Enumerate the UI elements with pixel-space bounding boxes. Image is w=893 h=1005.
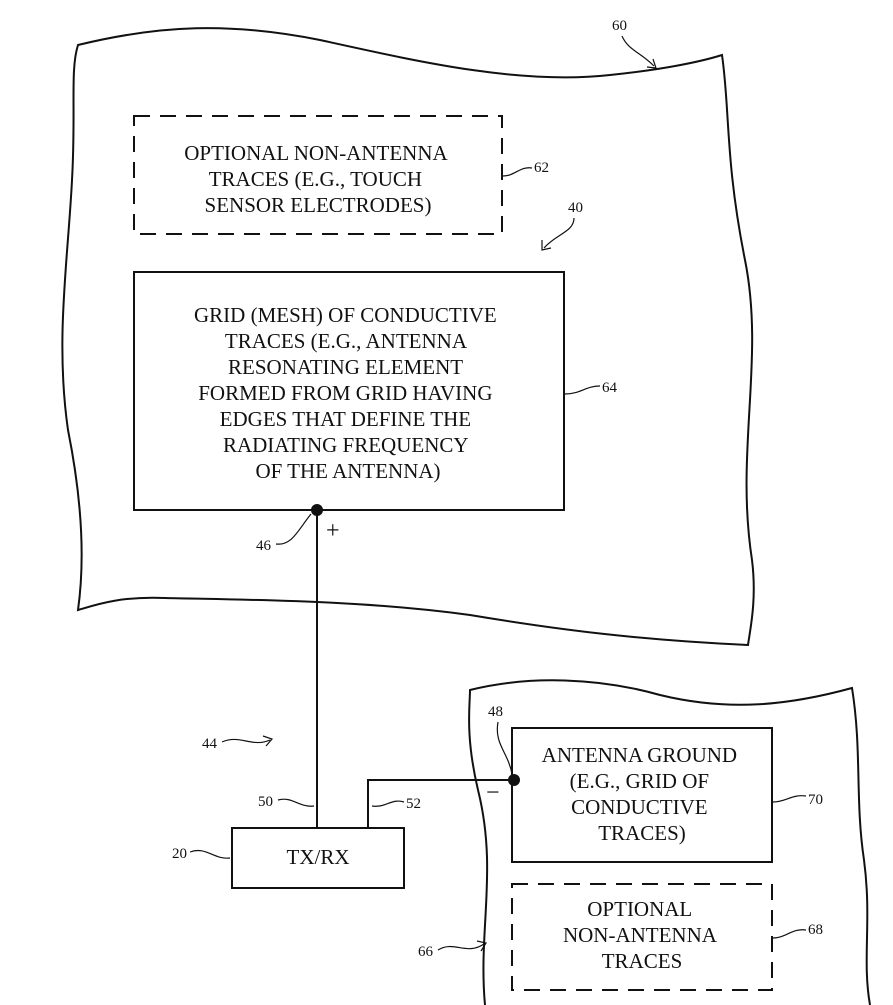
arrowhead-40: [541, 240, 552, 251]
ground-line-1: ANTENNA GROUND: [542, 743, 737, 767]
grid-line-6: RADIATING FREQUENCY: [223, 433, 468, 457]
ref-44: 44: [202, 736, 218, 752]
leader-64: [564, 385, 601, 395]
leader-44: [221, 738, 271, 744]
leader-20: [189, 850, 231, 859]
arrowhead-66: [476, 940, 487, 952]
leader-62: [502, 167, 533, 177]
ref-46: 46: [256, 538, 272, 554]
ref-66: 66: [418, 944, 434, 960]
ref-20: 20: [172, 846, 187, 862]
leader-52: [371, 800, 405, 807]
leader-40: [543, 217, 575, 249]
ref-60: 60: [612, 18, 627, 34]
leader-66: [437, 943, 485, 951]
optional-top-line-3: SENSOR ELECTRODES): [205, 193, 432, 217]
grid-line-1: GRID (MESH) OF CONDUCTIVE: [194, 303, 497, 327]
ground-line-3: CONDUCTIVE: [571, 795, 708, 819]
ref-68: 68: [808, 922, 823, 938]
positive-feed-terminal: [311, 504, 323, 516]
arrowhead-44: [262, 735, 274, 747]
antenna-ground-box: [511, 727, 773, 863]
optional-traces-bottom-text: OPTIONAL NON-ANTENNA TRACES: [563, 897, 721, 973]
optional-bottom-line-2: NON-ANTENNA: [563, 923, 718, 947]
optional-traces-top-text: OPTIONAL NON-ANTENNA TRACES (E.G., TOUCH…: [184, 141, 452, 217]
leader-60: [621, 35, 655, 67]
grid-traces-box: [133, 271, 565, 511]
substrate-bottom-outline: [468, 679, 871, 1005]
arrowhead-60: [646, 58, 657, 69]
optional-top-line-2: TRACES (E.G., TOUCH: [209, 167, 422, 191]
antenna-ground-text: ANTENNA GROUND (E.G., GRID OF CONDUCTIVE…: [542, 743, 743, 845]
grid-line-7: OF THE ANTENNA): [255, 459, 440, 483]
transceiver-label: TX/RX: [287, 845, 350, 869]
ref-62: 62: [534, 160, 549, 176]
ground-line-4: TRACES): [598, 821, 686, 845]
grid-line-4: FORMED FROM GRID HAVING: [198, 381, 492, 405]
transceiver-box: [231, 827, 405, 889]
leader-70: [772, 795, 807, 803]
grid-traces-text: GRID (MESH) OF CONDUCTIVE TRACES (E.G., …: [194, 303, 502, 483]
ref-48: 48: [488, 704, 503, 720]
leader-48: [496, 721, 513, 775]
ref-52: 52: [406, 796, 421, 812]
negative-sign: −: [486, 780, 500, 806]
grid-line-2: TRACES (E.G., ANTENNA: [225, 329, 468, 353]
optional-traces-box-top: [133, 115, 503, 235]
optional-traces-box-bottom: [511, 883, 773, 991]
ref-70: 70: [808, 792, 823, 808]
positive-sign: +: [326, 518, 340, 544]
optional-bottom-line-1: OPTIONAL: [587, 897, 691, 921]
grid-line-3: RESONATING ELEMENT: [228, 355, 463, 379]
ref-50: 50: [258, 794, 273, 810]
leader-46: [275, 513, 312, 545]
signal-path-52: [367, 779, 514, 828]
leader-68: [772, 929, 807, 939]
optional-bottom-line-3: TRACES: [602, 949, 683, 973]
substrate-top-outline: [61, 27, 755, 647]
optional-top-line-1: OPTIONAL NON-ANTENNA: [184, 141, 448, 165]
ref-40: 40: [568, 200, 583, 216]
ref-64: 64: [602, 380, 618, 396]
ground-line-2: (E.G., GRID OF: [570, 769, 709, 793]
leader-50: [277, 798, 315, 807]
grid-line-5: EDGES THAT DEFINE THE: [220, 407, 471, 431]
negative-feed-terminal: [508, 774, 520, 786]
